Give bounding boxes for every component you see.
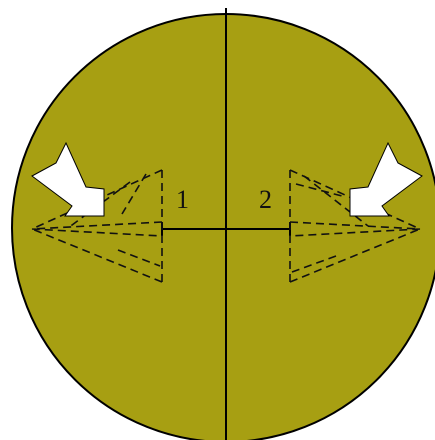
- left-marker-label: 1: [176, 185, 189, 214]
- right-marker-label: 2: [259, 185, 272, 214]
